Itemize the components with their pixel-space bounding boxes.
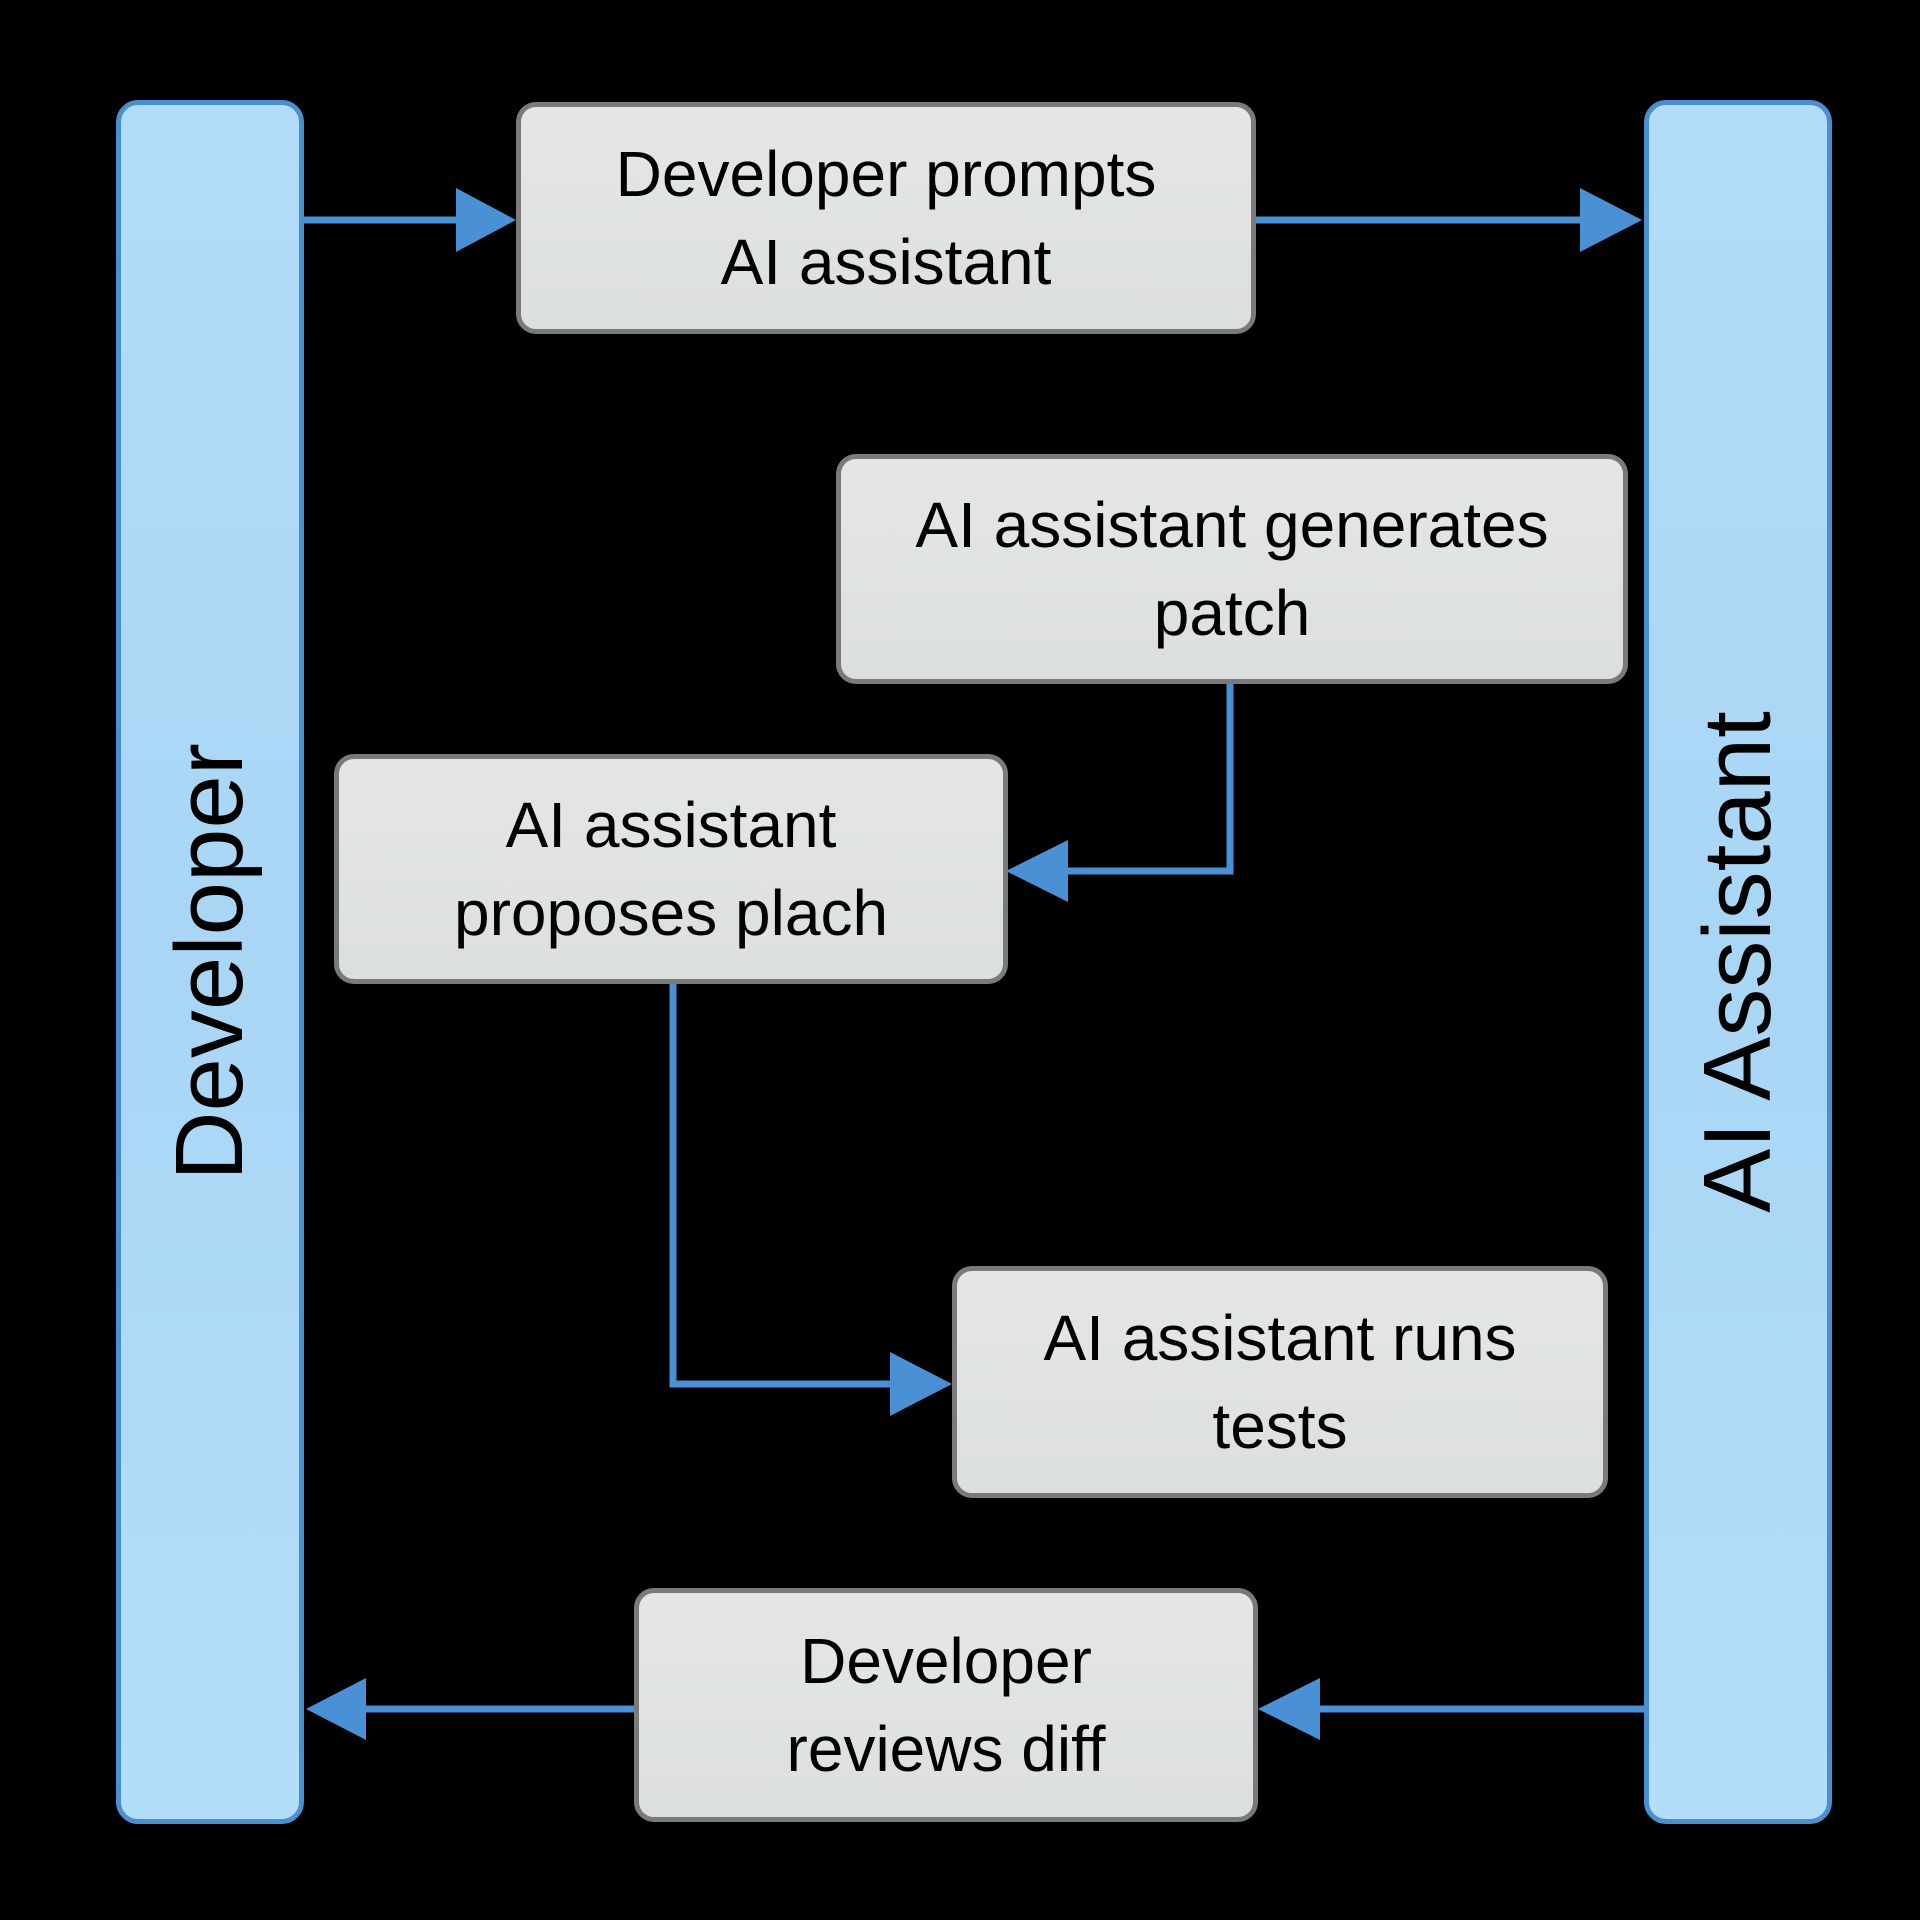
arrowhead-icon: [890, 1352, 952, 1416]
lane-developer: Developer: [116, 100, 304, 1824]
node-line: tests: [1212, 1390, 1348, 1462]
lane-ai-assistant: AI Assistant: [1644, 100, 1832, 1824]
edge-propose-to-tests: [669, 983, 892, 1388]
node-line: AI assistant: [720, 226, 1052, 298]
arrowhead-icon: [1580, 188, 1642, 252]
node-ai-proposes-patch: AI assistant proposes plach: [334, 754, 1008, 984]
node-ai-runs-tests: AI assistant runs tests: [952, 1266, 1608, 1498]
node-line: AI assistant: [505, 788, 837, 861]
node-line: AI assistant runs: [1043, 1301, 1517, 1374]
node-line: reviews diff: [786, 1713, 1106, 1785]
node-line: patch: [1153, 577, 1311, 649]
arrowhead-icon: [1258, 1678, 1320, 1740]
node-line: proposes plach: [453, 877, 889, 949]
arrowhead-icon: [456, 188, 516, 252]
node-developer-reviews-diff: Developer reviews diff: [634, 1588, 1258, 1822]
node-line: AI assistant generates: [915, 488, 1549, 561]
edge-generate-to-propose: [1064, 682, 1234, 875]
arrowhead-icon: [306, 1678, 366, 1740]
node-ai-generates-patch: AI assistant generates patch: [836, 454, 1628, 684]
node-line: Developer prompts: [615, 137, 1157, 210]
arrowhead-icon: [1006, 840, 1068, 902]
node-developer-prompts: Developer prompts AI assistant: [516, 102, 1256, 334]
node-line: Developer: [800, 1624, 1092, 1697]
